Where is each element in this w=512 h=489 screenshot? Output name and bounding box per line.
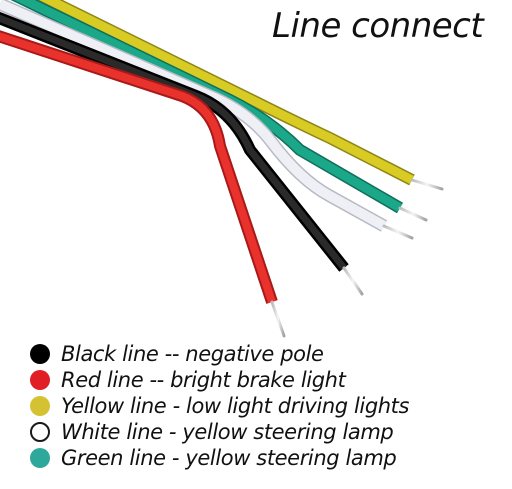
legend-label: White line - yellow steering lamp xyxy=(61,420,394,444)
legend-label: Green line - yellow steering lamp xyxy=(61,446,397,470)
legend-label: Black line -- negative pole xyxy=(61,342,324,366)
page-title: Line connect xyxy=(272,6,484,46)
legend-item-red: Red line -- bright brake light xyxy=(30,367,508,393)
legend-item-green: Green line - yellow steering lamp xyxy=(30,445,508,471)
legend-label: Yellow line - low light driving lights xyxy=(61,394,410,418)
wire-legend: Black line -- negative pole Red line -- … xyxy=(30,341,508,471)
black-dot-icon xyxy=(30,344,50,364)
legend-item-yellow: Yellow line - low light driving lights xyxy=(30,393,508,419)
yellow-dot-icon xyxy=(30,396,50,416)
black-wire xyxy=(0,11,364,296)
legend-label: Red line -- bright brake light xyxy=(61,368,346,392)
white-dot-icon xyxy=(30,422,50,442)
green-dot-icon xyxy=(30,448,50,468)
legend-item-white: White line - yellow steering lamp xyxy=(30,419,508,445)
yellow-wire xyxy=(35,0,444,191)
red-wire xyxy=(0,30,286,338)
white-wire xyxy=(0,0,414,240)
legend-item-black: Black line -- negative pole xyxy=(30,341,508,367)
red-dot-icon xyxy=(30,370,50,390)
